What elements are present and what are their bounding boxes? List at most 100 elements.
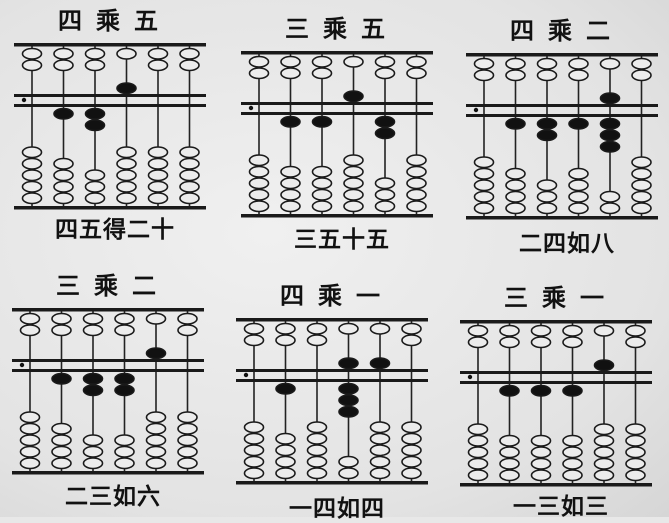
bead <box>406 188 427 201</box>
bead <box>21 146 43 159</box>
panel-caption: 三五十五 <box>294 226 390 253</box>
bead <box>536 69 558 82</box>
bead <box>568 179 589 192</box>
bead <box>53 169 74 182</box>
panel-3x2: 三乘二 二三如六 <box>8 271 218 511</box>
panel-title: 三乘五 <box>285 14 399 43</box>
bead <box>401 467 422 480</box>
panel-4x5: 四乘五 四五得二十 <box>10 6 220 246</box>
bead <box>499 446 520 459</box>
bead <box>51 445 72 458</box>
bead <box>82 445 104 458</box>
bead <box>562 469 583 482</box>
abacus <box>460 320 652 487</box>
bead <box>369 421 391 434</box>
beam-line <box>466 104 658 107</box>
bead <box>243 334 265 347</box>
bead <box>631 190 652 203</box>
beam-line <box>241 112 433 115</box>
bead <box>243 432 265 445</box>
beam-line <box>466 114 658 117</box>
bead <box>593 324 615 337</box>
panel-title: 三乘一 <box>504 283 618 312</box>
bead <box>568 167 589 180</box>
bead <box>401 455 422 468</box>
panel-title: 三乘二 <box>56 271 170 300</box>
bead <box>631 179 652 192</box>
unit-dot <box>19 362 25 368</box>
frame-top <box>466 53 658 57</box>
bead <box>248 177 270 190</box>
counted-bead <box>374 127 396 140</box>
bead <box>467 423 489 436</box>
counted-bead <box>338 357 359 370</box>
bead <box>406 55 427 68</box>
panel-4x1: 四乘一 一四如四 <box>232 281 442 522</box>
beam-line <box>460 381 652 384</box>
bead <box>338 322 359 335</box>
bead <box>568 190 589 203</box>
bead <box>401 322 422 335</box>
bead <box>145 411 167 424</box>
bead <box>530 336 552 349</box>
bead <box>306 455 328 468</box>
bead <box>631 156 652 169</box>
bead <box>369 444 391 457</box>
bead <box>369 322 391 335</box>
bead <box>116 180 137 193</box>
bead <box>19 422 41 435</box>
frame-bottom <box>236 481 428 485</box>
panel-caption: 一四如四 <box>289 495 385 522</box>
bead <box>147 59 169 72</box>
beam-line <box>12 359 204 362</box>
unit-dot <box>243 372 249 378</box>
bead <box>593 446 615 459</box>
bead <box>275 455 296 468</box>
bead <box>248 165 270 178</box>
bead <box>280 188 301 201</box>
bead <box>625 324 646 337</box>
bead <box>114 445 135 458</box>
bead <box>145 312 167 325</box>
frame-top <box>14 43 206 47</box>
bead <box>84 59 106 72</box>
bead <box>51 434 72 447</box>
bead <box>536 57 558 70</box>
bead <box>473 190 495 203</box>
frame-top <box>236 318 428 322</box>
bead <box>374 177 396 190</box>
bead <box>499 324 520 337</box>
bead <box>84 47 106 60</box>
bead <box>147 146 169 159</box>
bead <box>631 167 652 180</box>
bead <box>401 444 422 457</box>
bead <box>177 434 198 447</box>
bead <box>473 69 495 82</box>
counted-bead <box>116 82 137 95</box>
bead <box>473 57 495 70</box>
counted-bead <box>599 117 621 130</box>
counted-bead <box>114 384 135 397</box>
unit-dot <box>21 97 27 103</box>
bead <box>51 324 72 337</box>
bead <box>473 167 495 180</box>
counted-bead <box>280 115 301 128</box>
bead <box>311 55 333 68</box>
bead <box>275 432 296 445</box>
abacus <box>236 318 428 485</box>
counted-bead <box>311 115 333 128</box>
bead <box>343 154 364 167</box>
bead <box>248 67 270 80</box>
bead <box>343 55 364 68</box>
counted-bead <box>599 140 621 153</box>
counted-bead <box>338 394 359 407</box>
bead <box>147 47 169 60</box>
counted-bead <box>369 357 391 370</box>
bead <box>406 67 427 80</box>
bead <box>145 422 167 435</box>
bead <box>275 322 296 335</box>
counted-bead <box>84 107 106 120</box>
frame-bottom <box>241 214 433 218</box>
bead <box>53 47 74 60</box>
bead <box>625 457 646 470</box>
